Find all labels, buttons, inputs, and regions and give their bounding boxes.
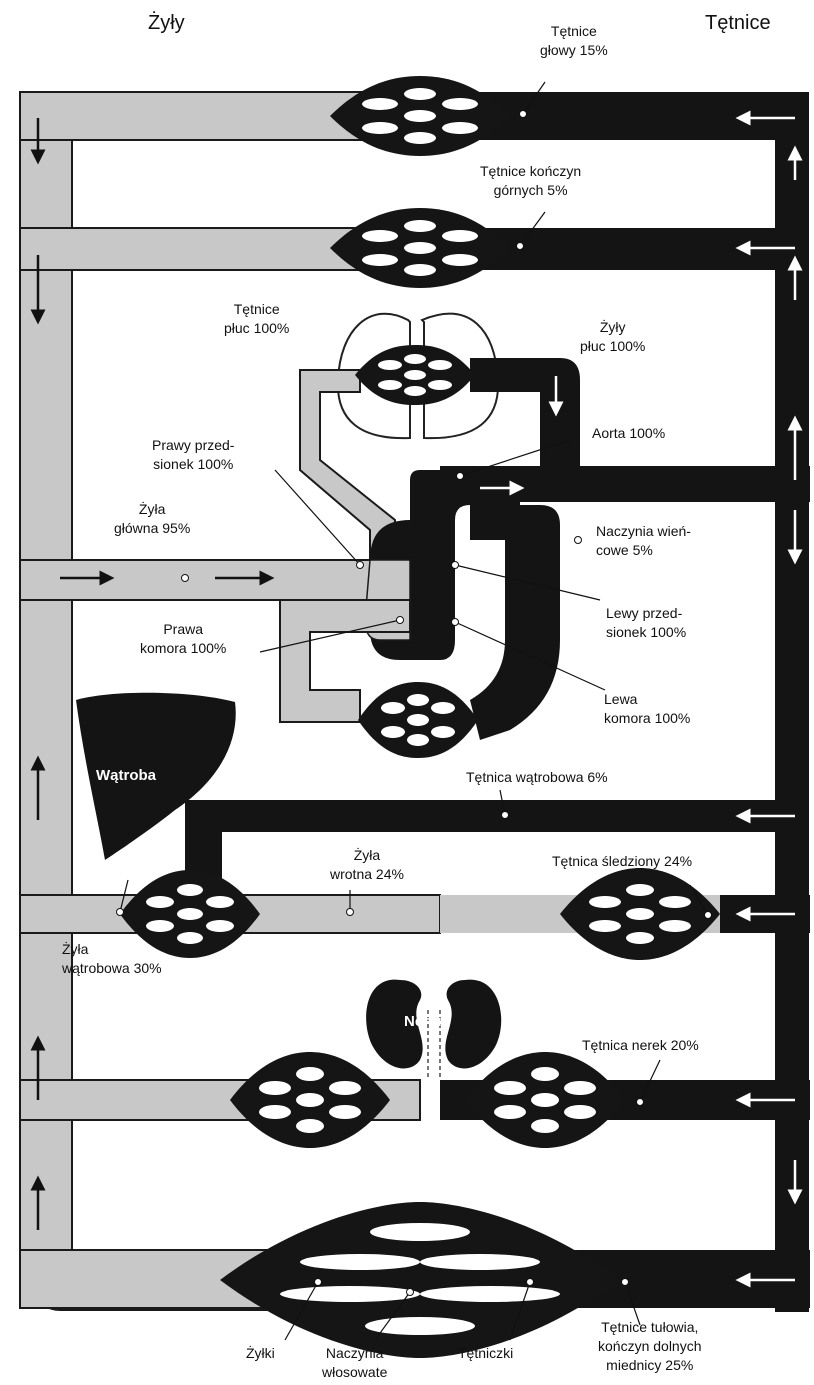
label-pulmonary-arteries: Tętnice płuc 100% [224,300,289,338]
label-kidneys: Nerki [404,1012,442,1031]
label-portal-vein: Żyła wrotna 24% [330,846,404,884]
label-left-ventricle: Lewa komora 100% [604,690,690,728]
capillary-bed-trunk [220,1202,620,1358]
renal-vessel [20,1080,810,1120]
hepatic-artery-vessel [185,800,800,890]
arteries-header: Tętnice [705,14,771,33]
label-arterioles: Tętniczki [458,1344,513,1363]
veins-header: Żyły [148,14,185,33]
capillary-bed-renal-arterial [465,1052,625,1148]
label-vena-cava: Żyła główna 95% [114,500,190,538]
label-liver: Wątroba [96,766,156,785]
label-capillaries: Naczynia włosowate [322,1344,387,1382]
capillary-bed-upper-limb [330,208,510,288]
capillary-bed-spleen [560,868,720,960]
label-venules: Żyłki [246,1344,275,1363]
label-left-atrium: Lewy przed- sionek 100% [606,604,686,642]
label-aorta: Aorta 100% [592,424,665,443]
label-right-ventricle: Prawa komora 100% [140,620,226,658]
capillary-bed-head [330,76,510,156]
vena-cava-vessel [20,560,410,600]
label-head-arteries: Tętnice głowy 15% [540,22,608,60]
label-coronary: Naczynia wień- cowe 5% [596,522,691,560]
label-splenic-artery: Tętnica śledziony 24% [552,852,692,871]
label-hepatic-artery: Tętnica wątrobowa 6% [466,768,608,787]
label-hepatic-vein: Żyła wątrobowa 30% [62,940,162,978]
label-upper-limb-arteries: Tętnice kończyn górnych 5% [480,162,581,200]
capillary-bed-coronary [358,682,478,758]
capillary-bed-renal-venous [230,1052,390,1148]
label-right-atrium: Prawy przed- sionek 100% [152,436,234,474]
label-renal-artery: Tętnica nerek 20% [582,1036,699,1055]
label-trunk-arteries: Tętnice tułowia, kończyn dolnych miednic… [598,1318,702,1375]
arterial-trunk [740,92,809,1312]
label-pulmonary-veins: Żyły płuc 100% [580,318,645,356]
